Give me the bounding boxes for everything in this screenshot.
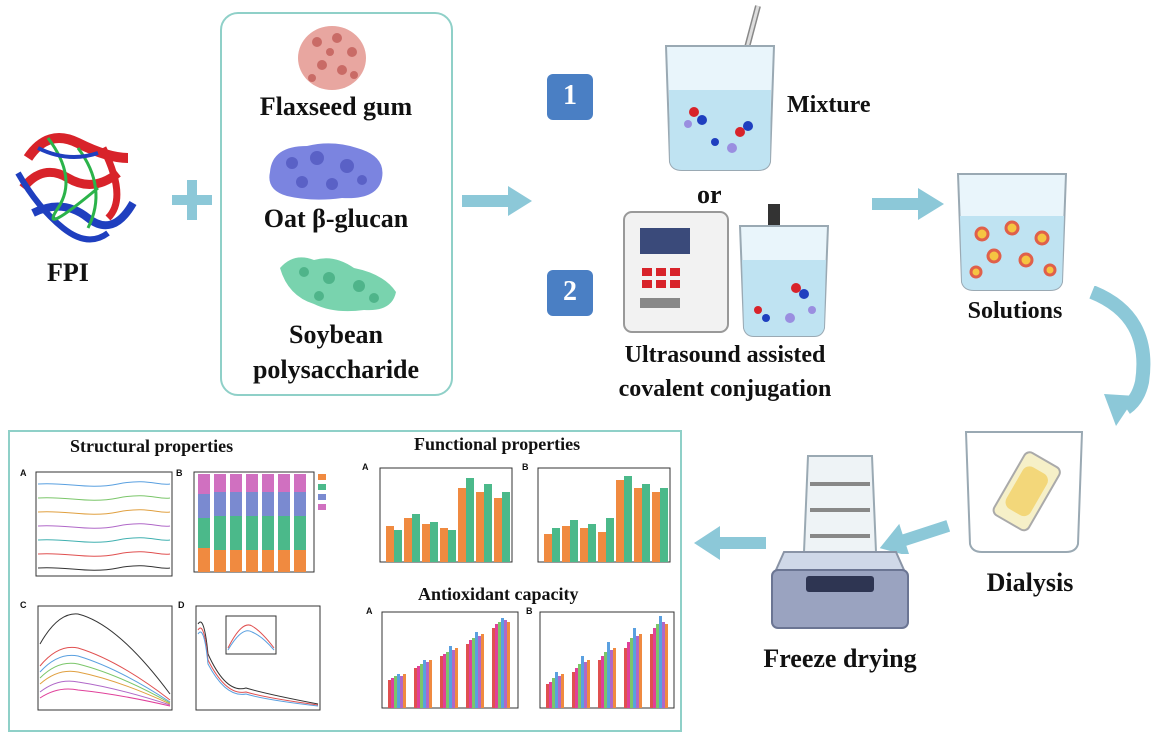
- foam-properties-plot: [379, 467, 513, 563]
- secondary-structure-plot: [193, 471, 326, 573]
- ultrasound-label-line1: Ultrasound assisted: [624, 342, 826, 368]
- arrow-left-icon-2: [694, 526, 766, 560]
- curved-arrow-icon: [1089, 286, 1151, 426]
- arrow-right-icon-2: [872, 188, 944, 220]
- structural-title: Structural properties: [70, 436, 234, 456]
- arrow-right-icon: [462, 186, 532, 216]
- panel-letter-a3: A: [366, 606, 373, 616]
- ultrasound-beaker: [738, 204, 830, 337]
- panel-letter-b1: B: [176, 468, 183, 478]
- step-2-number: 2: [563, 276, 577, 307]
- mixture-label: Mixture: [787, 92, 871, 118]
- flaxseed-gum-molecule: [298, 26, 366, 90]
- soybean-polysaccharide-molecule: [280, 257, 396, 312]
- panel-letter-b2: B: [522, 462, 529, 472]
- step-2-badge: [547, 270, 593, 316]
- solutions-beaker: [956, 173, 1068, 291]
- panel-letter-d1: D: [178, 600, 185, 610]
- ultrasound-device: [623, 211, 729, 333]
- soybean-label-line2: polysaccharide: [252, 355, 420, 384]
- functional-title: Functional properties: [414, 434, 581, 454]
- step-1-badge: [547, 74, 593, 120]
- uv-absorbance-plot: [195, 605, 321, 711]
- ftir-spectra-plot: [35, 471, 173, 577]
- oat-glucan-label: Oat β-glucan: [263, 204, 409, 233]
- dialysis-beaker: [964, 431, 1084, 553]
- panel-letter-b3: B: [526, 606, 533, 616]
- freeze-drying-label: Freeze drying: [763, 644, 917, 673]
- oat-glucan-molecule: [269, 143, 383, 200]
- freeze-dryer: [771, 455, 909, 629]
- soybean-label-line1: Soybean: [289, 320, 383, 349]
- step-1-number: 1: [563, 80, 577, 111]
- plus-icon: [172, 180, 212, 220]
- ultrasound-label-line2: covalent conjugation: [618, 376, 832, 402]
- antioxidant-plot-b: [539, 611, 675, 709]
- fpi-protein-structure: [15, 133, 137, 243]
- panel-letter-c1: C: [20, 600, 27, 610]
- dialysis-label: Dialysis: [986, 568, 1074, 597]
- flaxseed-gum-label: Flaxseed gum: [259, 92, 413, 121]
- fluorescence-plot: [37, 605, 173, 711]
- or-label: or: [697, 180, 722, 209]
- solutions-label: Solutions: [967, 298, 1063, 324]
- polysaccharide-box: [220, 12, 453, 396]
- fpi-label: FPI: [47, 258, 89, 287]
- antioxidant-title: Antioxidant capacity: [418, 584, 579, 604]
- antioxidant-plot-a: [381, 611, 519, 709]
- emulsion-properties-plot: [537, 467, 671, 563]
- panel-letter-a1: A: [20, 468, 27, 478]
- mixture-beaker: [664, 5, 776, 171]
- panel-letter-a2: A: [362, 462, 369, 472]
- arrow-left-icon: [879, 520, 950, 554]
